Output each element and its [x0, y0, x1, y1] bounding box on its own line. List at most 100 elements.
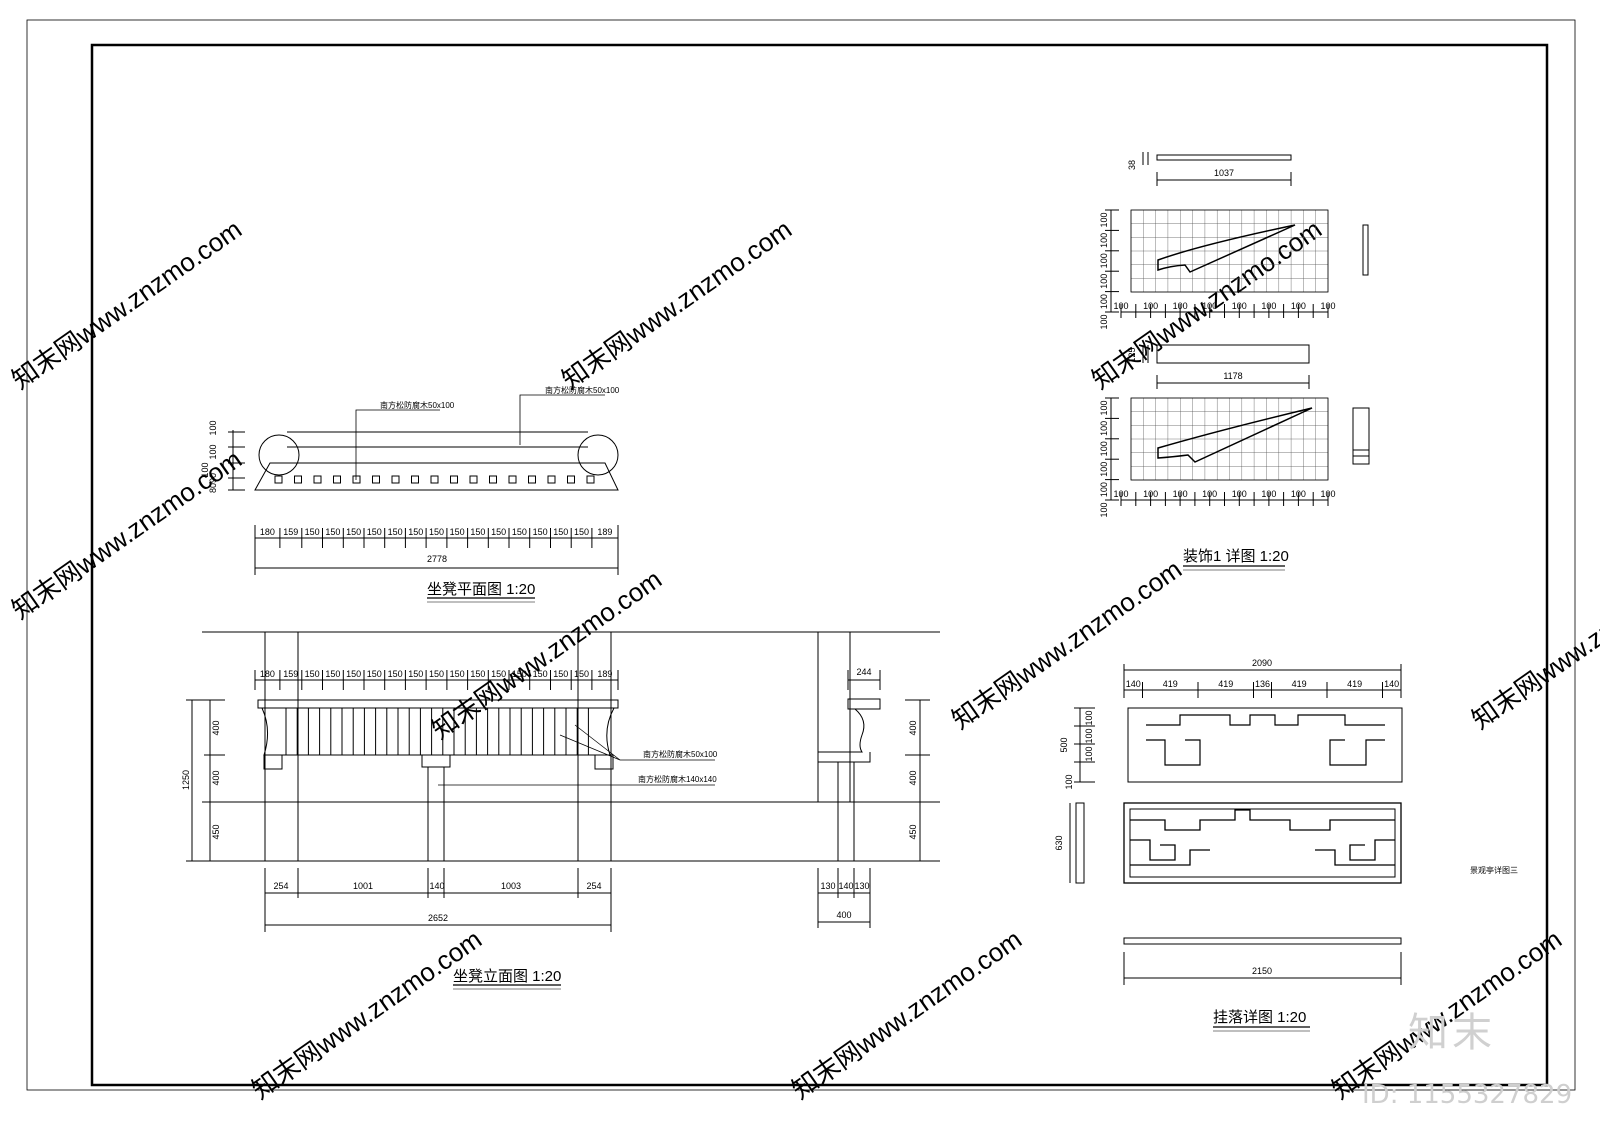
plan-slat	[567, 475, 575, 484]
grid-dim-label: 100	[1099, 441, 1109, 456]
side-right-dim: 400	[908, 720, 918, 735]
hanging-title: 挂落详图 1:20	[1213, 1009, 1306, 1026]
grid-dim-label: 100	[1143, 301, 1158, 311]
grid-dim-label: 100	[1113, 301, 1128, 311]
elev-dim-label: 150	[574, 669, 589, 679]
elev-dim-label: 150	[491, 669, 506, 679]
grid-dim-label: 100	[1099, 274, 1109, 289]
watermark-layer: 知末网www.znzmo.com 知末网www.znzmo.com 知末网www…	[6, 214, 1600, 1105]
elevation-height-total: 1250	[181, 770, 191, 790]
image-id-watermark: ID: 1155327829	[1362, 1080, 1573, 1110]
elev-dim-label: 150	[408, 669, 423, 679]
hanging-left-dim: 100	[1084, 728, 1094, 743]
plan-dim-label: 150	[512, 527, 527, 537]
decor-detail: 1037 38 100 100 100 100 100 100 100 100 100 100 10…	[1099, 152, 1370, 571]
plan-slat	[430, 475, 439, 484]
hang-dim-label: 419	[1292, 679, 1307, 689]
plan-dim-label: 159	[283, 527, 298, 537]
hang-dim-label: 140	[1126, 679, 1141, 689]
decor-piece1-length: 1037	[1214, 168, 1234, 178]
plan-left-dim: 8090	[208, 473, 218, 493]
decor-piece2-thickness: 125	[1127, 347, 1137, 362]
plan-slat	[586, 475, 595, 484]
side-right-dim: 400	[908, 770, 918, 785]
decor-title: 装饰1 详图 1:20	[1183, 548, 1289, 565]
plan-post-left	[258, 434, 300, 476]
plan-dim-label: 150	[346, 527, 361, 537]
side-bottom-dim: 130	[820, 881, 835, 891]
plan-left-dim: 100	[200, 462, 210, 477]
grid-dim-label: 100	[1099, 253, 1109, 268]
plan-dim-label: 150	[305, 527, 320, 537]
elevation-bottom-dim: 1003	[501, 881, 521, 891]
grid-dim-label: 100	[1320, 301, 1335, 311]
grid-dim-label: 100	[1099, 400, 1109, 415]
plan-dim-label: 180	[260, 527, 275, 537]
elev-dim-label: 150	[470, 669, 485, 679]
plan-dim-label: 150	[388, 527, 403, 537]
side-bottom-dim: 130	[854, 881, 869, 891]
elevation-bottom-total: 2652	[428, 913, 448, 923]
plan-slat	[469, 475, 478, 484]
elevation-height-dim: 450	[211, 824, 221, 839]
hang-dim-label: 140	[1384, 679, 1399, 689]
plan-dim-label: 150	[553, 527, 568, 537]
hanging-side-height: 630	[1054, 835, 1064, 850]
bench-plan-view: 100 100 100 8090 南方松防腐木50x100 南方松防腐木50x1…	[200, 385, 620, 603]
plan-slat	[528, 475, 536, 484]
elev-dim-label: 150	[305, 669, 320, 679]
elev-dim-label: 150	[346, 669, 361, 679]
grid-dim-label: 100	[1173, 489, 1188, 499]
grid-dim-label: 100	[1320, 489, 1335, 499]
plan-dim-label: 189	[597, 527, 612, 537]
watermark-text: 知末网www.znzmo.com	[1466, 554, 1600, 735]
elev-dim-label: 150	[512, 669, 527, 679]
grid-dim-label: 100	[1202, 301, 1217, 311]
elevation-bottom-dim: 254	[586, 881, 601, 891]
plan-dim-label: 150	[450, 527, 465, 537]
elev-dim-label: 150	[553, 669, 568, 679]
elevation-bottom-dim: 140	[429, 881, 444, 891]
grid-dim-label: 100	[1099, 233, 1109, 248]
grid-dim-label: 100	[1099, 314, 1109, 329]
plan-slat	[294, 475, 302, 484]
grid-dim-label: 100	[1099, 212, 1109, 227]
elevation-bottom-dim: 254	[273, 881, 288, 891]
grid-dim-label: 100	[1291, 301, 1306, 311]
plan-slat	[450, 475, 458, 484]
side-right-dim: 450	[908, 824, 918, 839]
elev-dim-label: 150	[450, 669, 465, 679]
decor-piece1-thickness: 38	[1127, 160, 1137, 170]
hang-dim-label: 419	[1163, 679, 1178, 689]
hanging-left-dim: 100	[1064, 774, 1074, 789]
watermark-text: 知末网www.znzmo.com	[246, 924, 487, 1105]
plan-left-dim: 100	[208, 444, 218, 459]
elev-dim-label: 150	[325, 669, 340, 679]
plan-dim-label: 150	[574, 527, 589, 537]
plan-slat	[313, 475, 322, 484]
plan-note: 南方松防腐木50x100	[545, 385, 620, 395]
plan-dim-label: 150	[491, 527, 506, 537]
elevation-note: 南方松防腐木140x140	[638, 774, 717, 784]
plan-dim-label: 150	[367, 527, 382, 537]
grid-dim-label: 100	[1291, 489, 1306, 499]
plan-total-dim: 2778	[427, 554, 447, 564]
plan-slat	[274, 475, 283, 484]
plan-slat	[411, 475, 419, 484]
elev-dim-label: 150	[367, 669, 382, 679]
plan-left-dim: 100	[208, 420, 218, 435]
elevation-height-dim: 400	[211, 770, 221, 785]
elevation-title: 坐凳立面图 1:20	[453, 968, 561, 985]
grid-dim-label: 100	[1261, 489, 1276, 499]
hanging-bottom-total: 2150	[1252, 966, 1272, 976]
grid-dim-label: 100	[1113, 489, 1128, 499]
plan-slat	[508, 475, 517, 484]
elevation-bottom-dim: 1001	[353, 881, 373, 891]
plan-slat	[489, 475, 497, 484]
hanging-left-total: 500	[1059, 737, 1069, 752]
